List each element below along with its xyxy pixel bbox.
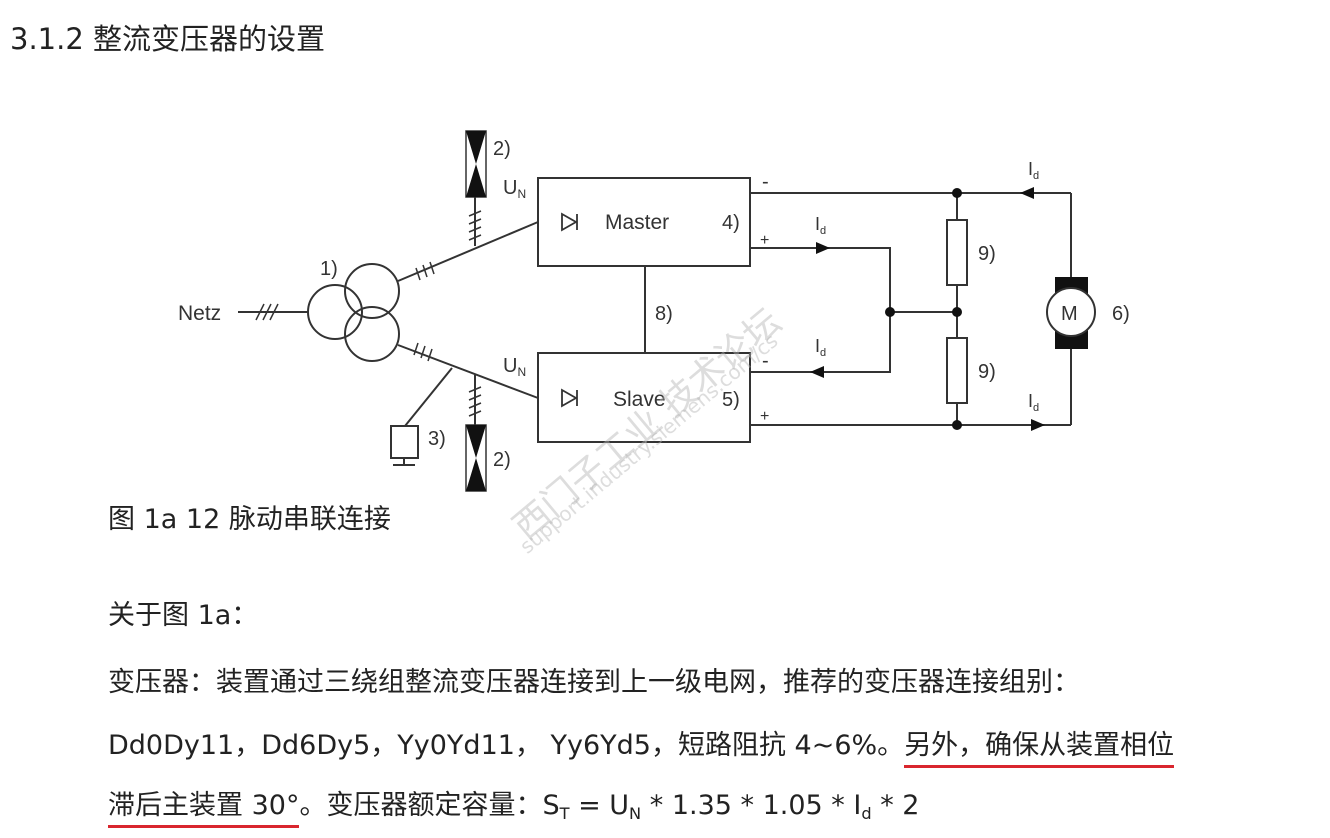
label-link: 8) bbox=[655, 303, 673, 325]
thyristor-icon bbox=[561, 388, 578, 408]
paragraph-3: Dd0Dy11，Dd6Dy5，Yy0Yd11， Yy6Yd5，短路阻抗 4~6%… bbox=[108, 723, 1175, 768]
text: 。变压器额定容量：S bbox=[299, 790, 560, 821]
label-arrester-top: 2) bbox=[493, 138, 511, 160]
label-resistor-bottom: 9) bbox=[978, 361, 996, 383]
figure-caption: 图 1a 12 脉动串联连接 bbox=[108, 504, 391, 535]
circuit-diagram: Netz 1) 2) UN 3) 2) UN Master 4) Slave 5… bbox=[178, 130, 1130, 492]
text: = U bbox=[569, 790, 630, 821]
un-label-master: UN bbox=[503, 177, 526, 201]
subscript: d bbox=[861, 804, 872, 823]
id-label: Id bbox=[815, 214, 826, 237]
paragraph-4: 滞后主装置 30°。变压器额定容量：ST = UN * 1.35 * 1.05 … bbox=[108, 783, 920, 828]
motor-symbol: M bbox=[1046, 277, 1096, 349]
subscript: T bbox=[559, 804, 570, 823]
text: Dd0Dy11，Dd6Dy5，Yy0Yd11， Yy6Yd5，短路阻抗 4~6%… bbox=[108, 730, 905, 761]
label-motor: 6) bbox=[1112, 303, 1130, 325]
netz-label: Netz bbox=[178, 302, 221, 325]
id-label: Id bbox=[1028, 391, 1039, 414]
surge-arrester-top bbox=[465, 130, 487, 198]
label-arrester-bottom: 2) bbox=[493, 449, 511, 471]
text: * 1.35 * 1.05 * I bbox=[641, 790, 862, 821]
plus-master: + bbox=[760, 232, 769, 249]
minus-master: - bbox=[762, 171, 769, 193]
paragraph-1: 关于图 1a： bbox=[108, 600, 259, 631]
resistor-bottom bbox=[946, 337, 968, 404]
surge-arrester-bottom bbox=[465, 424, 487, 492]
device-3-box bbox=[390, 425, 419, 459]
resistor-top bbox=[946, 219, 968, 286]
underlined-text: 另外，确保从装置相位 bbox=[904, 730, 1175, 768]
label-slave: 5) bbox=[722, 389, 740, 411]
label-device3: 3) bbox=[428, 428, 446, 450]
section-heading: 3.1.2 整流变压器的设置 bbox=[10, 22, 326, 56]
subscript: N bbox=[629, 804, 642, 823]
paragraph-2: 变压器：装置通过三绕组整流变压器连接到上一级电网，推荐的变压器连接组别： bbox=[108, 667, 1080, 698]
minus-slave: - bbox=[762, 350, 769, 372]
master-label: Master bbox=[605, 211, 669, 234]
label-master: 4) bbox=[722, 212, 740, 234]
underlined-text: 滞后主装置 30° bbox=[108, 790, 300, 828]
id-label: Id bbox=[1028, 159, 1039, 182]
id-label: Id bbox=[815, 336, 826, 359]
un-label-slave: UN bbox=[503, 355, 526, 379]
text: * 2 bbox=[871, 790, 920, 821]
label-transformer: 1) bbox=[320, 258, 338, 280]
label-resistor-top: 9) bbox=[978, 243, 996, 265]
slave-label: Slave bbox=[613, 388, 666, 411]
motor-label: M bbox=[1061, 303, 1078, 325]
thyristor-icon bbox=[561, 212, 578, 232]
transformer-symbol bbox=[307, 263, 400, 362]
plus-slave: + bbox=[760, 408, 769, 425]
